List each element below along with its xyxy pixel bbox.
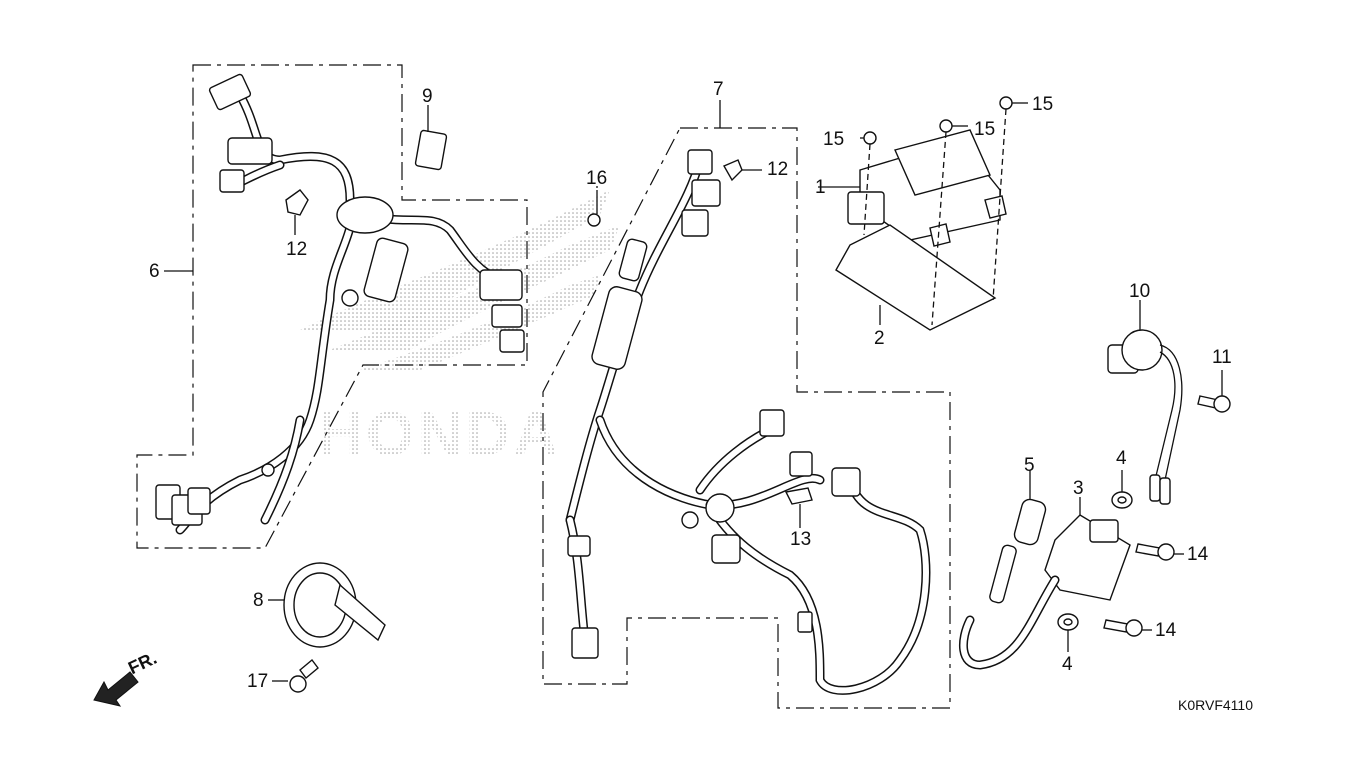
front-direction-arrow-icon bbox=[93, 671, 139, 707]
part-14-bolts bbox=[1103, 543, 1184, 637]
callout-6: 6 bbox=[149, 261, 160, 282]
callout-17: 17 bbox=[247, 671, 269, 692]
callout-13: 13 bbox=[790, 529, 812, 550]
callout-9: 9 bbox=[422, 86, 433, 107]
part-12-clip-right bbox=[723, 159, 762, 182]
part-13-clip bbox=[784, 487, 813, 524]
part-1-control-unit bbox=[818, 129, 1007, 247]
callout-12-left: 12 bbox=[286, 239, 308, 260]
part-17-bolt bbox=[272, 658, 319, 693]
part-9-relay bbox=[414, 105, 448, 171]
callout-8: 8 bbox=[253, 590, 264, 611]
callout-4-upper: 4 bbox=[1116, 448, 1127, 469]
svg-text:HONDA: HONDA bbox=[318, 400, 558, 469]
part-16-bolt bbox=[587, 190, 601, 227]
harness-7-boundary bbox=[542, 127, 951, 709]
harness-6-boundary bbox=[136, 64, 528, 549]
callout-14-upper: 14 bbox=[1187, 544, 1209, 565]
part-3-ignition-coil bbox=[958, 497, 1131, 670]
callout-11: 11 bbox=[1212, 347, 1232, 368]
callout-4-lower: 4 bbox=[1062, 654, 1073, 675]
part-5-spark-cap bbox=[989, 470, 1047, 604]
part-10-sensor bbox=[1107, 300, 1183, 505]
callout-15-middle: 15 bbox=[974, 119, 996, 140]
callout-2: 2 bbox=[874, 328, 885, 349]
callout-7: 7 bbox=[713, 79, 724, 100]
part-2-bracket bbox=[835, 224, 997, 331]
callout-12-right: 12 bbox=[767, 159, 789, 180]
callout-10: 10 bbox=[1129, 281, 1151, 302]
callout-1: 1 bbox=[815, 177, 826, 198]
part-11-bolt bbox=[1197, 370, 1231, 413]
main-harness-7 bbox=[565, 149, 931, 695]
callout-15-left: 15 bbox=[823, 129, 845, 150]
drawing-code: K0RVF4110 bbox=[1178, 697, 1253, 713]
callout-5: 5 bbox=[1024, 455, 1035, 476]
part-12-clip-left bbox=[285, 189, 309, 235]
callout-14-lower: 14 bbox=[1155, 620, 1177, 641]
callout-3: 3 bbox=[1073, 478, 1084, 499]
sub-harness-6 bbox=[155, 73, 525, 535]
part-8-horn bbox=[268, 562, 386, 648]
part-15-nuts bbox=[860, 96, 1028, 326]
callout-15-right: 15 bbox=[1032, 94, 1054, 115]
part-4-washers bbox=[1057, 470, 1133, 652]
callout-16: 16 bbox=[586, 168, 608, 189]
